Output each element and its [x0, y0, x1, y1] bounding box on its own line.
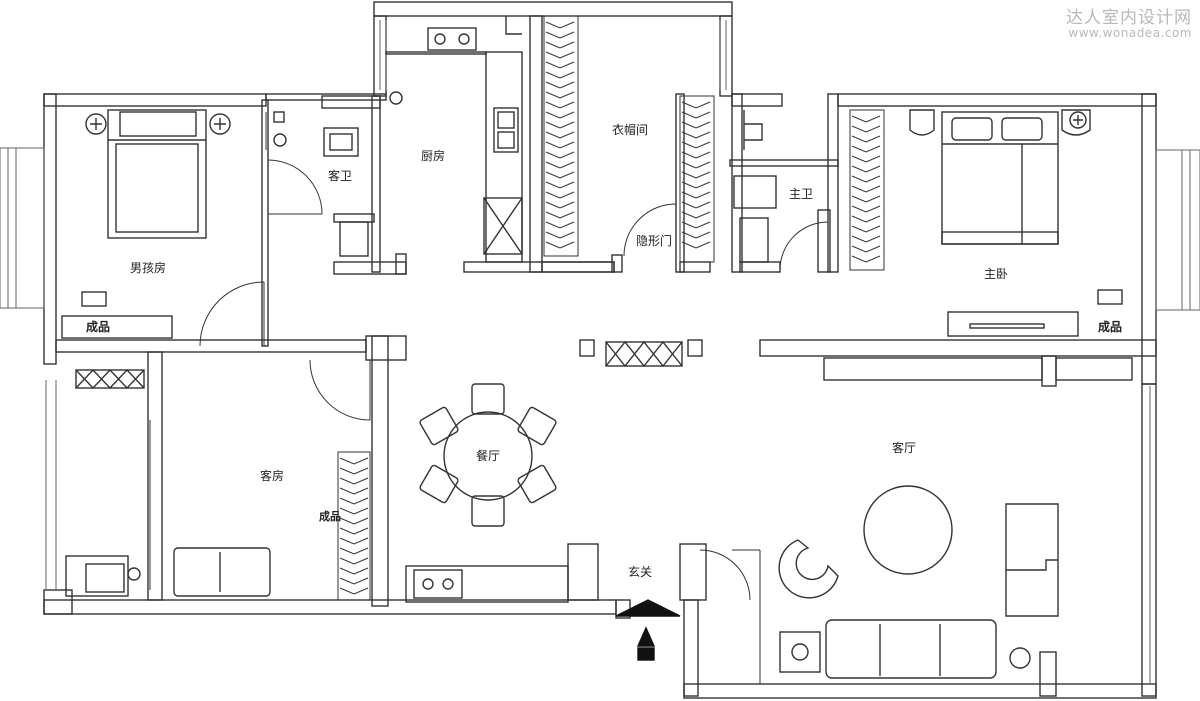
label-cabinet-master: 成品: [1098, 319, 1122, 334]
label-master-bedroom: 主卧: [984, 267, 1008, 281]
watermark-title: 达人室内设计网: [1066, 8, 1192, 28]
interior-walls: [261, 93, 839, 347]
master-bedroom-furniture: [733, 109, 1133, 381]
label-living: 客厅: [892, 440, 916, 455]
label-hidden-door: 隐形门: [636, 233, 672, 248]
label-guest-room: 客房: [260, 468, 284, 483]
boys-room-furniture: [61, 109, 369, 390]
label-entrance: 玄关: [628, 564, 652, 579]
watermark-url: www.wonadea.com: [1068, 26, 1192, 40]
doors: [149, 112, 829, 684]
dining-furniture: [405, 339, 707, 603]
label-cabinet-guest: 成品: [319, 509, 341, 523]
label-dining: 餐厅: [476, 448, 500, 463]
exterior-walls: [43, 1, 1157, 699]
closet-hatching: [337, 15, 885, 601]
guest-room-furniture: [65, 547, 271, 597]
label-boys-room: 男孩房: [130, 260, 166, 275]
living-furniture: [778, 485, 1059, 679]
label-master-bath: 主卫: [789, 187, 813, 201]
windows: [0, 20, 1200, 684]
label-cabinet-boys: 成品: [86, 319, 110, 334]
kitchen-fixtures: [385, 16, 523, 263]
label-guest-bath: 客卫: [328, 168, 352, 183]
label-kitchen: 厨房: [421, 148, 445, 163]
entrance-arrow: [615, 599, 681, 661]
label-walk-in-closet: 衣帽间: [612, 122, 648, 137]
